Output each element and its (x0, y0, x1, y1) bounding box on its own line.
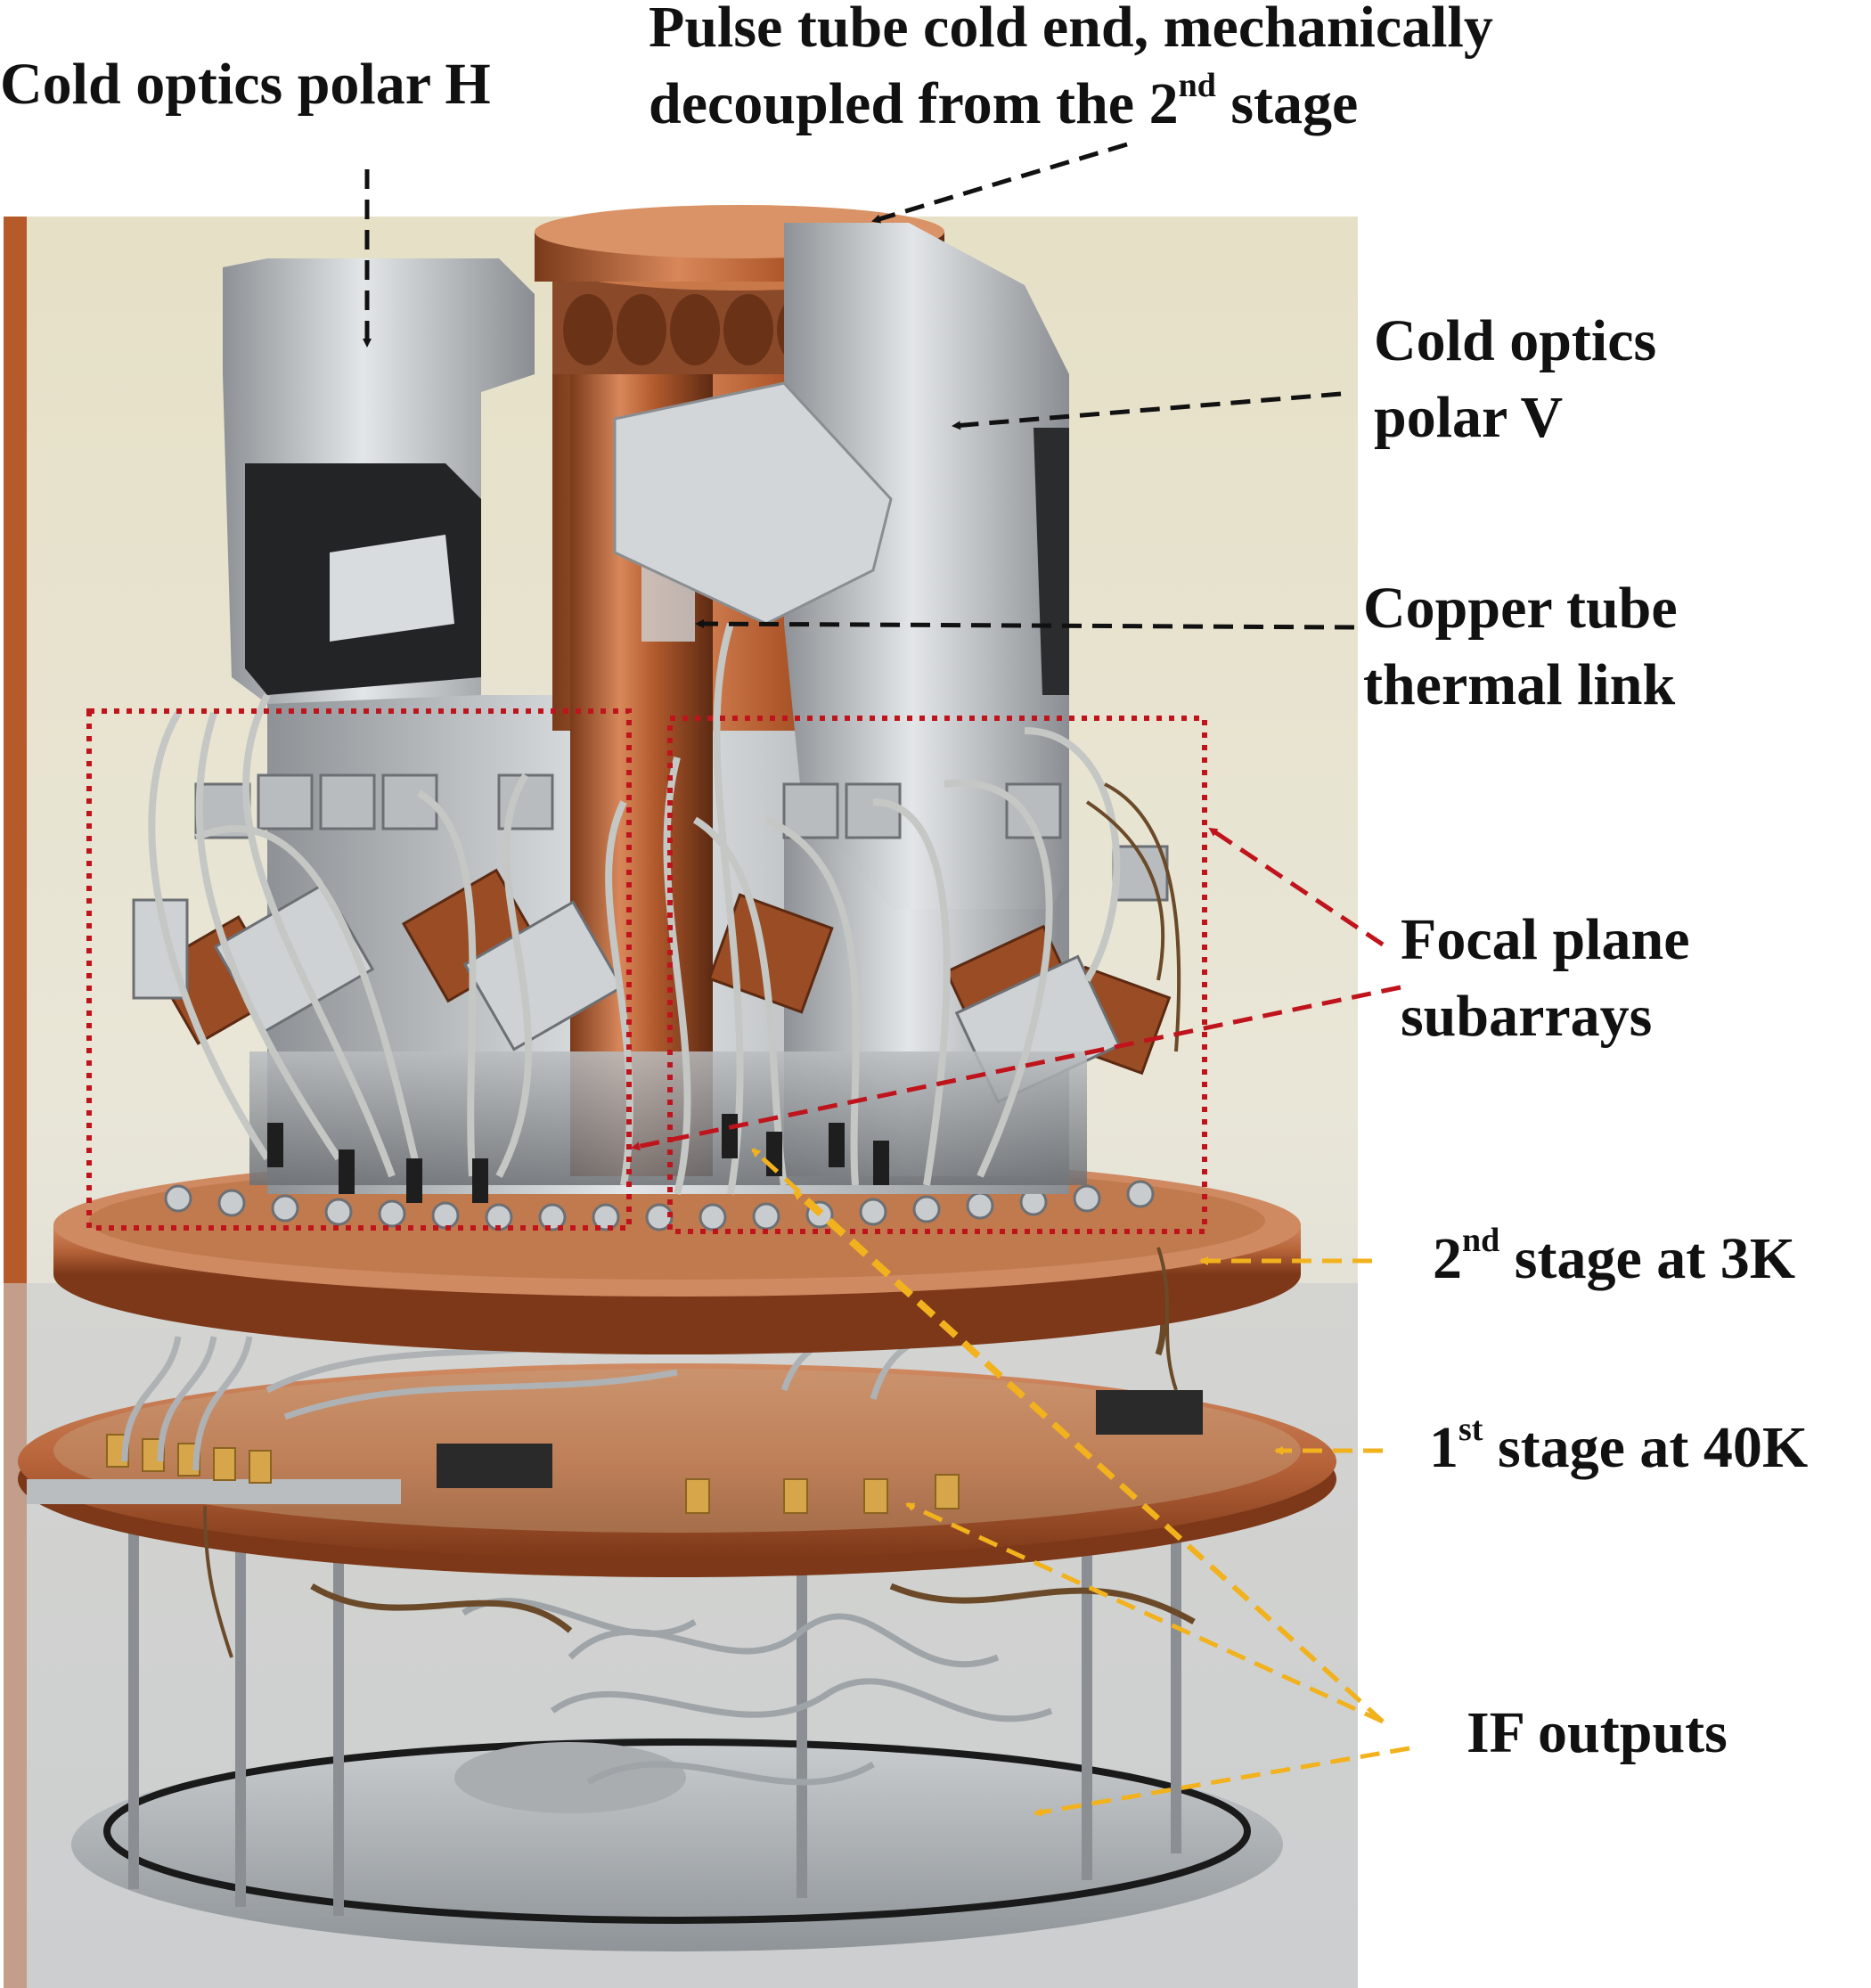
label-copper-tube-line1: Copper tube (1363, 576, 1678, 641)
label-stage-2-text: stage at 3K (1499, 1226, 1796, 1291)
sma-connectors (267, 1114, 889, 1203)
arrow-if-outputs-4 (1034, 1746, 1410, 1817)
support-rods (128, 1470, 1181, 1916)
label-stage-1-sup: st (1458, 1411, 1483, 1448)
focal-plane-modules (132, 773, 1172, 1185)
label-stage-1-num: 1 (1429, 1415, 1458, 1480)
cold-optics-h-block (223, 258, 535, 704)
label-if-outputs: IF outputs (1467, 1700, 1728, 1765)
label-cold-optics-v-line2: polar V (1374, 385, 1564, 450)
label-stage-2: 2nd stage at 3K (1433, 1221, 1795, 1297)
orange-arrows (751, 1148, 1410, 1817)
red-arrows (631, 826, 1401, 1151)
label-copper-tube-line2: thermal link (1363, 652, 1676, 717)
label-cold-optics-v-line1: Cold optics (1374, 308, 1657, 373)
subarray-box-right (667, 716, 1207, 1234)
thermometry-wires (203, 782, 1181, 1658)
base-plate (71, 1738, 1283, 1951)
label-pulse-tube-line2-end: stage (1215, 71, 1359, 136)
arrow-focal-plane-right (1208, 826, 1385, 947)
label-copper-tube: Copper tube thermal link (1363, 570, 1678, 724)
label-stage-1-text: stage at 40K (1483, 1415, 1809, 1480)
arrow-copper-tube (695, 619, 1355, 630)
label-focal-plane-line2: subarrays (1401, 984, 1653, 1049)
first-stage-plate (18, 1363, 1336, 1577)
label-stage-1: 1st stage at 40K (1429, 1410, 1808, 1486)
arrow-if-outputs-2 (793, 1190, 1385, 1723)
label-cold-optics-h: Cold optics polar H (0, 52, 491, 117)
label-pulse-tube: Pulse tube cold end, mechanically decoup… (649, 0, 1493, 143)
arrow-focal-plane-left (631, 985, 1401, 1151)
label-pulse-tube-line2: decoupled from the 2nd stage (649, 66, 1493, 143)
focal-plane-subarray-boxes (86, 708, 1207, 1234)
black-arrows (363, 142, 1355, 630)
label-focal-plane: Focal plane subarrays (1401, 902, 1690, 1055)
lower-cabling (310, 1583, 1196, 1786)
arrow-pulse-tube (871, 142, 1128, 224)
arrow-if-outputs-3 (905, 1501, 1385, 1724)
label-cold-optics-v: Cold optics polar V (1374, 303, 1656, 456)
arrow-cold-optics-v (952, 391, 1342, 430)
label-stage-2-sup: nd (1462, 1222, 1500, 1259)
label-pulse-tube-line1: Pulse tube cold end, mechanically (649, 0, 1493, 60)
label-stage-2-num: 2 (1433, 1226, 1462, 1291)
label-focal-plane-line1: Focal plane (1401, 907, 1690, 972)
label-pulse-tube-line2-text: decoupled from the 2 (649, 71, 1179, 136)
label-pulse-tube-sup: nd (1178, 67, 1216, 104)
cold-optics-v-block (613, 223, 1069, 909)
coax-cables (148, 622, 1121, 1195)
subarray-box-left (86, 708, 632, 1231)
